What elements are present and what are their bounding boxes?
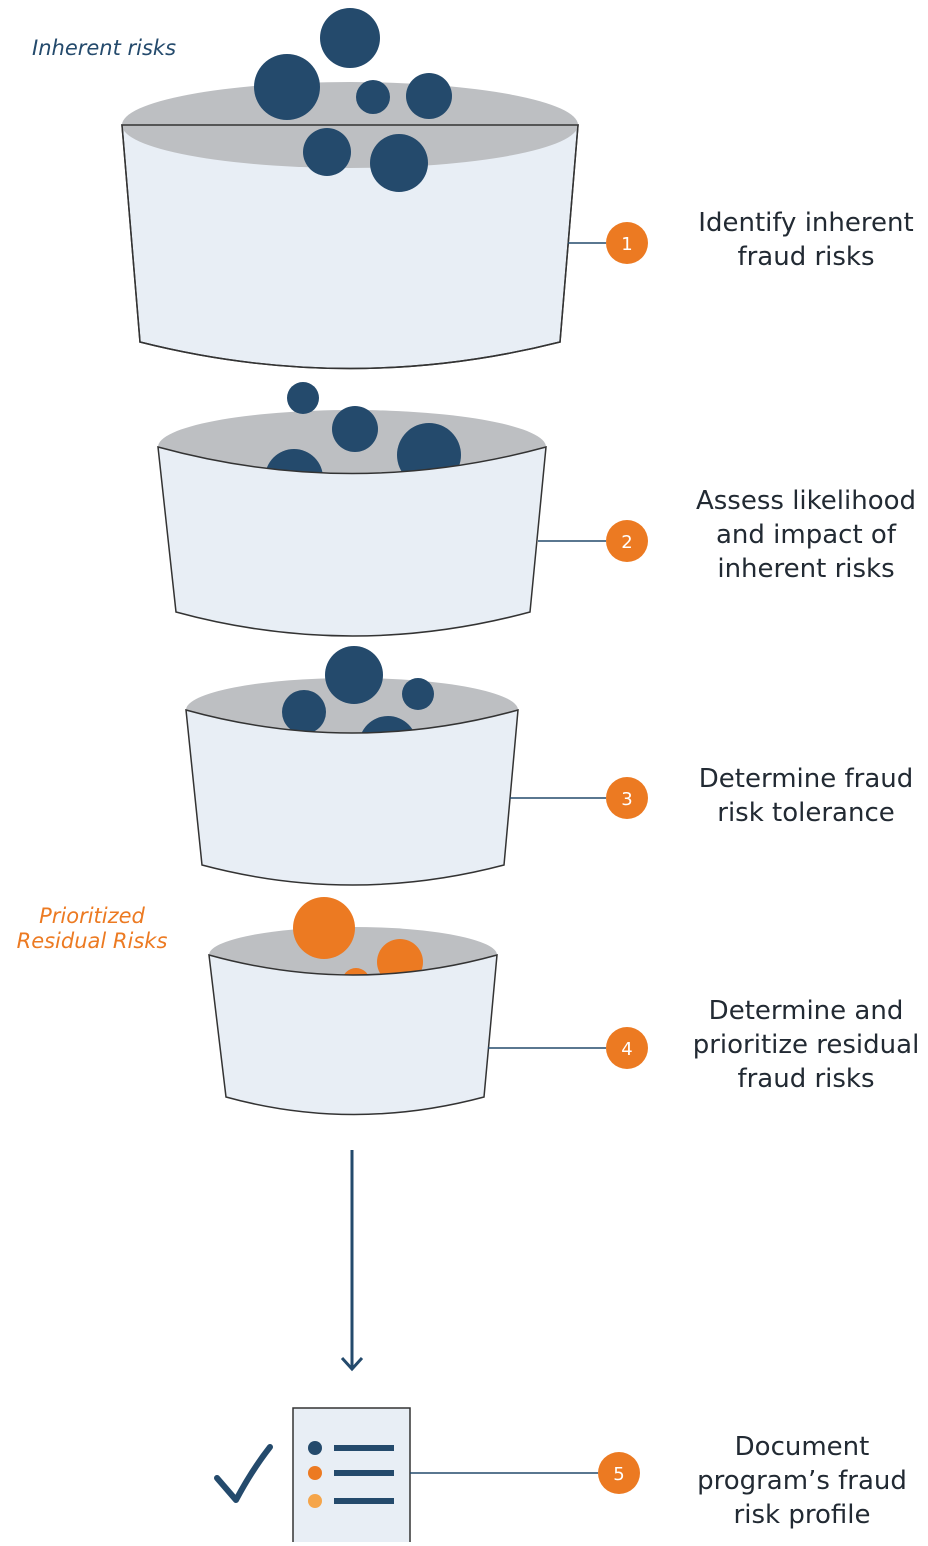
step-1-number: 1: [621, 234, 632, 255]
step-3-connector: 3: [510, 777, 648, 819]
risk-ball: [282, 690, 326, 734]
list-line: [334, 1498, 394, 1504]
list-line: [334, 1445, 394, 1451]
step-3-badge: [606, 777, 648, 819]
step-2-connector: 2: [538, 520, 648, 562]
step-4-number: 4: [621, 1039, 632, 1060]
inherent-risks-label: Inherent risks: [32, 36, 177, 60]
step-2-number: 2: [621, 532, 632, 553]
step-2-text: Assess likelihood and impact of inherent…: [695, 486, 917, 584]
risk-ball: [406, 73, 452, 119]
bucket-2-body: [157, 445, 547, 637]
bucket-2: [157, 382, 547, 637]
risk-ball: [332, 406, 378, 452]
bucket-1-outline: [121, 124, 579, 370]
step-1-connector: 1: [568, 222, 648, 264]
step-4-connector: 4: [488, 1027, 648, 1069]
bucket-3-body: [185, 708, 519, 886]
list-line: [334, 1470, 394, 1476]
step-5-number: 5: [613, 1464, 624, 1485]
prioritized-residual-risks-label: Prioritized Residual Risks: [16, 904, 168, 953]
risk-ball: [356, 80, 390, 114]
step-3-number: 3: [621, 789, 632, 810]
risk-ball: [325, 646, 383, 704]
risk-ball: [370, 134, 428, 192]
risk-ball: [303, 128, 351, 176]
bucket-1-balls: [254, 8, 452, 192]
step-3-text: Determine fraud risk tolerance: [698, 764, 914, 828]
document-icon: [292, 1407, 411, 1542]
checkmark-icon: [214, 1444, 273, 1503]
step-5-text: Document program’s fraud risk profile: [697, 1432, 907, 1530]
bucket-3: [185, 646, 519, 886]
risk-ball: [320, 8, 380, 68]
step-5-connector: 5: [410, 1452, 640, 1494]
residual-risk-ball: [293, 897, 355, 959]
risk-ball: [287, 382, 319, 414]
arrow-down-icon: [340, 1150, 364, 1372]
bucket-4-body: [208, 953, 498, 1116]
bucket-1: [121, 8, 579, 370]
list-bullet: [308, 1441, 322, 1455]
bucket-3-rim: [186, 678, 518, 742]
bucket-4-rim: [209, 927, 497, 983]
step-4-badge: [606, 1027, 648, 1069]
risk-ball: [402, 678, 434, 710]
step-1-text: Identify inherent fraud risks: [698, 208, 914, 272]
step-1-badge: [606, 222, 648, 264]
list-bullet: [308, 1494, 322, 1508]
step-2-badge: [606, 520, 648, 562]
risk-ball: [254, 54, 320, 120]
step-5-badge: [598, 1452, 640, 1494]
bucket-4: [208, 897, 498, 1116]
step-4-text: Determine and prioritize residual fraud …: [692, 996, 920, 1094]
list-bullet: [308, 1466, 322, 1480]
